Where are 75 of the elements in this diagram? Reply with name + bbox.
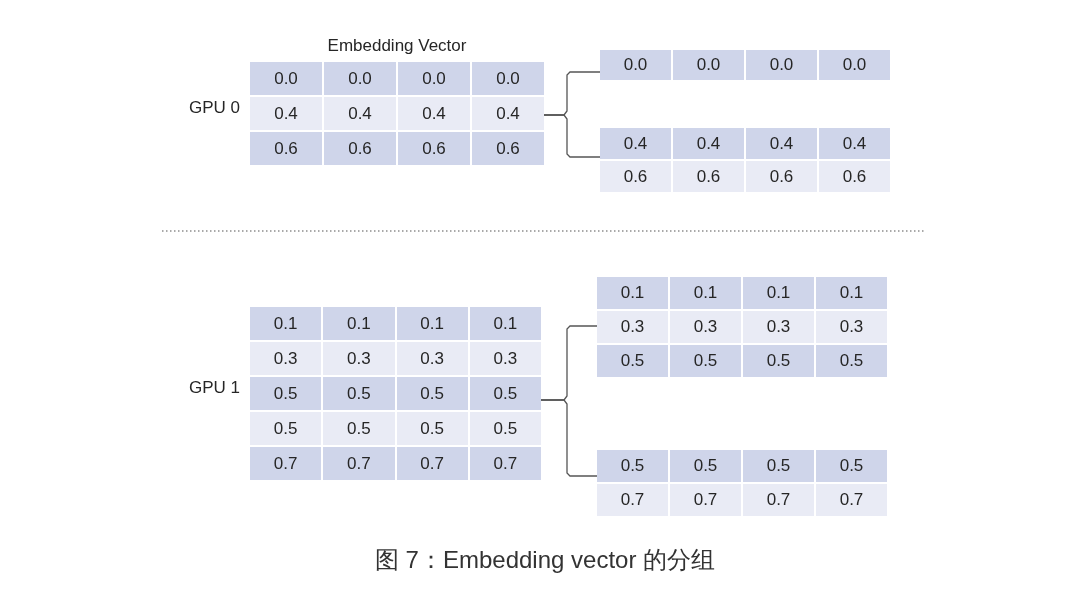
table-cell: 0.5 (250, 412, 322, 445)
table-cell: 0.5 (469, 412, 541, 445)
table-cell: 0.3 (323, 342, 395, 375)
table-cell: 0.6 (673, 161, 744, 192)
table-cell: 0.5 (597, 345, 668, 377)
table-cell: 0.4 (673, 128, 744, 159)
data-table (250, 307, 541, 480)
figure-caption: 图 7：Embedding vector 的分组 (374, 545, 716, 575)
table-cell: 0.3 (597, 311, 668, 343)
table-cell: 0.6 (398, 132, 470, 165)
table-cell: 0.6 (819, 161, 890, 192)
table-cell: 0.1 (816, 277, 887, 309)
table-cell: 0.5 (743, 450, 814, 482)
data-table (600, 128, 890, 192)
table-cell: 0.7 (323, 447, 395, 480)
table-cell: 0.1 (396, 307, 468, 340)
table-cell: 0.1 (743, 277, 814, 309)
table-cell: 0.5 (816, 345, 887, 377)
table-cell: 0.4 (600, 128, 671, 159)
table-cell: 0.5 (323, 377, 395, 410)
table-cell: 0.3 (670, 311, 741, 343)
table-cell: 0.0 (398, 62, 470, 95)
side-label: GPU 0 (188, 97, 240, 118)
table-cell: 0.5 (323, 412, 395, 445)
table-cell: 0.5 (469, 377, 541, 410)
table-cell: 0.5 (396, 412, 468, 445)
table-cell: 0.1 (469, 307, 541, 340)
table-cell: 0.0 (819, 50, 890, 80)
table-cell: 0.4 (398, 97, 470, 130)
brace-connector (540, 399, 598, 477)
table-cell: 0.7 (396, 447, 468, 480)
table-cell: 0.5 (597, 450, 668, 482)
table-cell: 0.1 (323, 307, 395, 340)
table-cell: 0.5 (743, 345, 814, 377)
table-cell: 0.0 (673, 50, 744, 80)
table-cell: 0.6 (250, 132, 322, 165)
table-cell: 0.7 (816, 484, 887, 516)
table-cell: 0.6 (472, 132, 544, 165)
table-cell: 0.3 (743, 311, 814, 343)
table-cell: 0.5 (250, 377, 322, 410)
table-cell: 0.4 (250, 97, 322, 130)
table-cell: 0.6 (600, 161, 671, 192)
data-table (597, 277, 887, 377)
table-cell: 0.0 (324, 62, 396, 95)
data-table (600, 50, 890, 80)
table-cell: 0.7 (469, 447, 541, 480)
table-cell: 0.5 (670, 450, 741, 482)
table-cell: 0.4 (819, 128, 890, 159)
side-label: GPU 1 (188, 377, 240, 398)
table-cell: 0.6 (324, 132, 396, 165)
table-cell: 0.4 (746, 128, 817, 159)
table-cell: 0.1 (597, 277, 668, 309)
table-cell: 0.5 (396, 377, 468, 410)
data-table (597, 450, 887, 516)
table-cell: 0.1 (670, 277, 741, 309)
table-cell: 0.7 (250, 447, 322, 480)
table-cell: 0.3 (396, 342, 468, 375)
table-cell: 0.7 (670, 484, 741, 516)
table-cell: 0.0 (746, 50, 817, 80)
table-cell: 0.0 (472, 62, 544, 95)
table-cell: 0.7 (743, 484, 814, 516)
table-cell: 0.3 (469, 342, 541, 375)
table-cell: 0.3 (816, 311, 887, 343)
table-cell: 0.0 (250, 62, 322, 95)
table-cell: 0.6 (746, 161, 817, 192)
table-cell: 0.5 (670, 345, 741, 377)
table-cell: 0.4 (324, 97, 396, 130)
table-cell: 0.1 (250, 307, 322, 340)
brace-connector (543, 114, 601, 158)
table-cell: 0.4 (472, 97, 544, 130)
table-cell: 0.3 (250, 342, 322, 375)
table-cell: 0.7 (597, 484, 668, 516)
table-heading: Embedding Vector (327, 36, 467, 56)
table-cell: 0.5 (816, 450, 887, 482)
table-cell: 0.0 (600, 50, 671, 80)
